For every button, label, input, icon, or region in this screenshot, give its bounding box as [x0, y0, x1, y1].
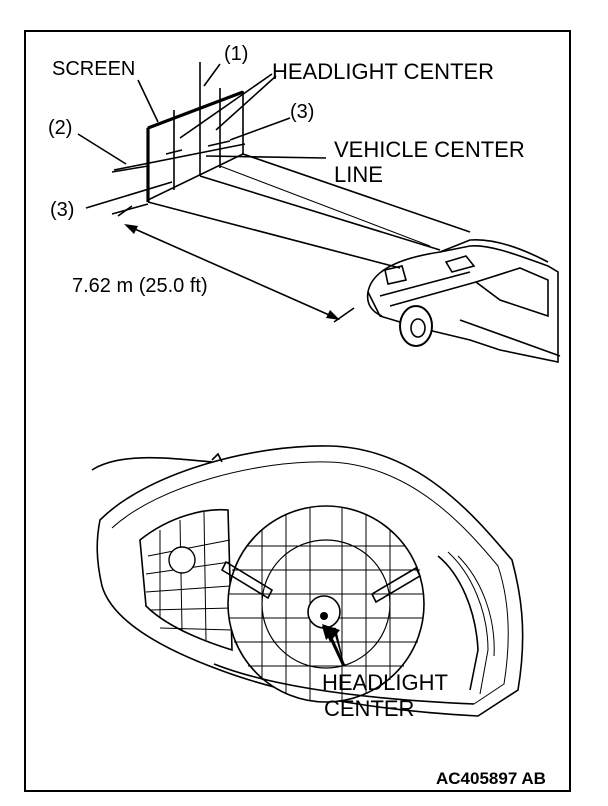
headlight-center-label-top: HEADLIGHT CENTER — [272, 59, 494, 84]
ground-line-right — [242, 153, 471, 233]
shield-arm-left — [220, 560, 274, 600]
ground-line-vehicle-center — [199, 175, 441, 251]
lens-side-detail-3 — [457, 555, 495, 657]
vehicle-center-leader — [205, 155, 327, 159]
figure-code: AC405897 AB — [436, 769, 546, 788]
distance-label: 7.62 m (25.0 ft) — [72, 275, 208, 297]
aiming-screen — [147, 90, 244, 202]
distance-arrow-right — [326, 310, 340, 320]
housing-top-fold — [91, 456, 213, 471]
headlamp-diagram: HEADLIGHT CENTER — [91, 445, 524, 721]
callout-1: (1) — [224, 43, 248, 65]
side-reflector — [139, 508, 233, 652]
distance-dimension-line — [127, 225, 337, 319]
headlight-center-leader-a — [179, 73, 273, 139]
headlight-center-dot — [320, 612, 328, 620]
lens-side-detail — [437, 555, 479, 691]
headlight-height-line — [113, 143, 246, 171]
screen-tick — [165, 149, 183, 155]
side-reflector-grid — [145, 511, 233, 641]
screen-top-edge — [147, 90, 244, 130]
beam-line — [219, 165, 431, 247]
headlight-center-label-bottom-1: HEADLIGHT — [322, 670, 448, 695]
lens-bottom-edge — [213, 663, 475, 705]
ground-line-left — [111, 203, 149, 215]
distance-arrow-left — [124, 224, 138, 234]
distance-extension-left — [117, 205, 133, 217]
screen-setup-diagram: SCREEN (1) HEADLIGHT CENTER (2) (3) VEHI… — [48, 43, 561, 363]
headlight-center-arrow-shaft — [328, 635, 346, 667]
housing-top-fold-2 — [211, 452, 223, 463]
vehicle-sketch — [366, 239, 561, 363]
screen-label: SCREEN — [52, 58, 135, 80]
headlamp-housing-inner — [111, 461, 509, 705]
screen-tick — [207, 140, 231, 147]
callout-3-left-leader — [85, 181, 173, 209]
lens-side-detail-2 — [447, 551, 489, 695]
callout-1-leader — [203, 63, 221, 87]
callout-3-left: (3) — [50, 199, 74, 221]
distance-extension-right — [333, 307, 355, 323]
callout-3-top: (3) — [290, 101, 314, 123]
shield-arm-right — [370, 566, 422, 604]
vehicle-center-line-label-2: LINE — [334, 162, 383, 187]
headlight-center-leader-b — [215, 75, 277, 131]
vehicle-center-line-label-1: VEHICLE CENTER — [334, 137, 525, 162]
ground-line-center — [147, 201, 401, 269]
callout-2-leader — [77, 133, 127, 165]
left-horizontal-extension — [111, 165, 149, 173]
vehicle-hub — [410, 318, 426, 338]
headlight-center-arrowhead — [322, 624, 340, 642]
headlight-center-label-bottom-2: CENTER — [324, 696, 414, 721]
callout-2: (2) — [48, 117, 72, 139]
headlamp-housing — [96, 445, 524, 717]
figure-frame — [24, 30, 571, 792]
side-marker-bulb — [168, 546, 196, 574]
screen-label-leader — [137, 79, 159, 123]
callout-3-top-leader — [229, 117, 291, 141]
